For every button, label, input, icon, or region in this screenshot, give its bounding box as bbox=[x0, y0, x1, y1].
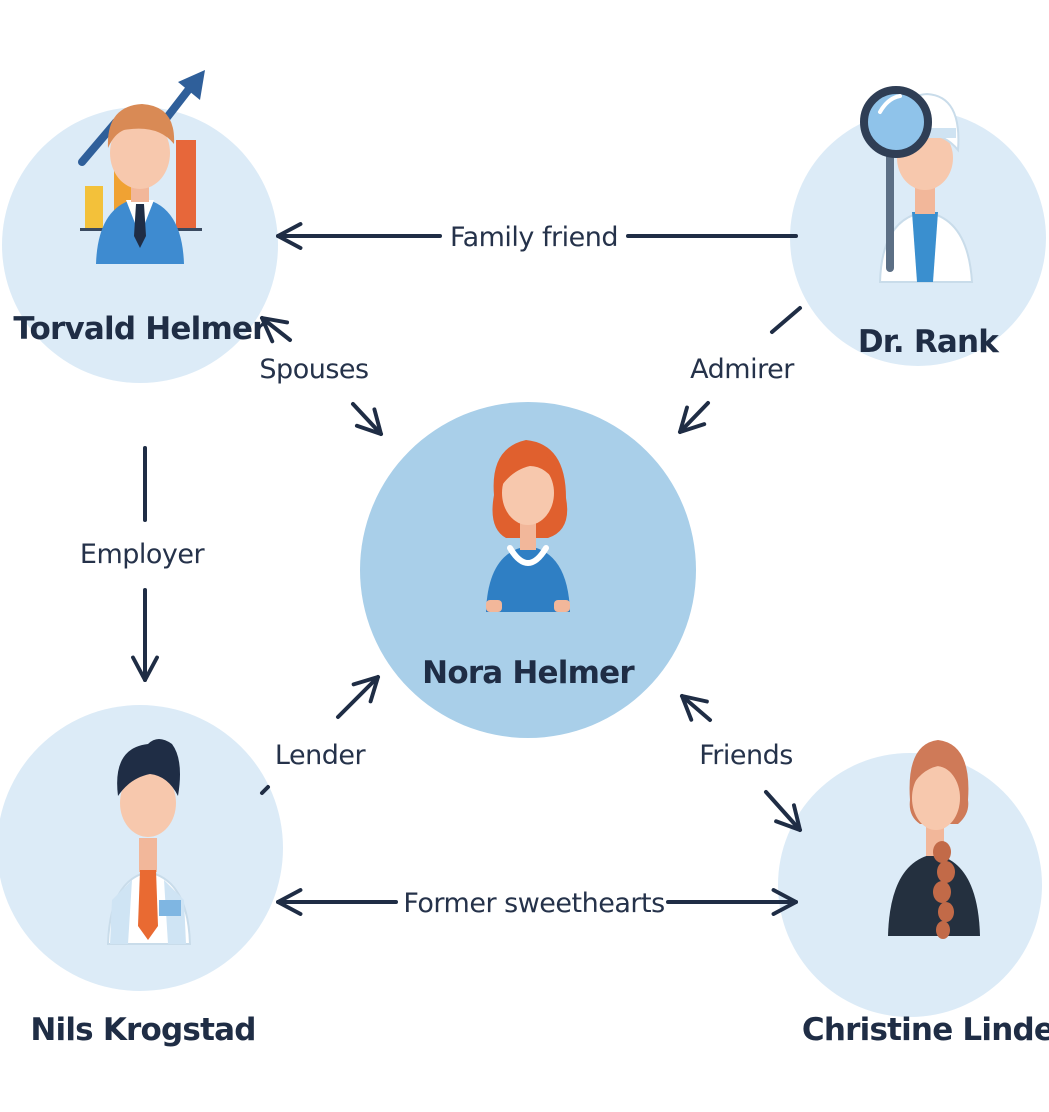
woman-red-hair-icon bbox=[486, 440, 570, 612]
doctor-magnifier-icon bbox=[860, 86, 974, 283]
edge-employer: Employer bbox=[80, 446, 206, 682]
edge-label-former-sweethearts: Former sweethearts bbox=[403, 888, 664, 919]
edge-spouses: Spouses bbox=[259, 316, 383, 436]
woman-braid-icon bbox=[888, 740, 980, 939]
edge-label-family-friend: Family friend bbox=[450, 222, 618, 253]
businessman-growth-chart-icon bbox=[78, 70, 205, 264]
edge-friends: Friends bbox=[680, 694, 802, 832]
node-name-krogstad: Nils Krogstad bbox=[30, 1012, 255, 1048]
node-name-christine: Christine Linde bbox=[802, 1012, 1049, 1048]
node-name-rank: Dr. Rank bbox=[858, 324, 1000, 360]
edge-family-friend: Family friend bbox=[276, 222, 798, 253]
edge-admirer: Admirer bbox=[678, 306, 802, 434]
edge-label-admirer: Admirer bbox=[690, 354, 795, 385]
edge-label-lender: Lender bbox=[275, 740, 367, 771]
edge-label-spouses: Spouses bbox=[259, 354, 368, 385]
man-office-tie-icon bbox=[106, 739, 192, 945]
edge-label-employer: Employer bbox=[80, 539, 206, 570]
node-name-nora: Nora Helmer bbox=[422, 655, 635, 691]
edge-label-friends: Friends bbox=[699, 740, 793, 771]
node-name-torvald: Torvald Helmer bbox=[13, 311, 268, 347]
edge-lender: Lender bbox=[260, 675, 380, 795]
edge-former-sweethearts: Former sweethearts bbox=[276, 888, 798, 919]
